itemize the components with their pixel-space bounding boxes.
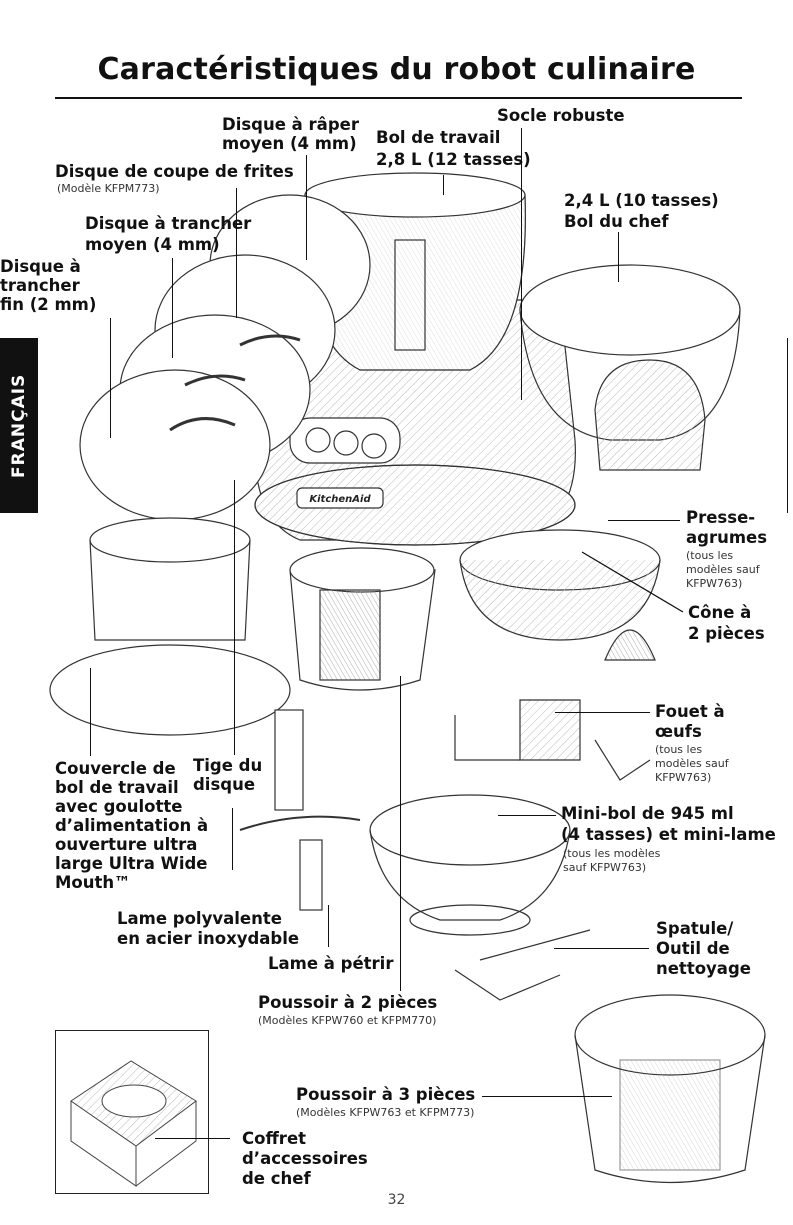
label-trancher-moyen-2: moyen (4 mm) <box>85 235 220 254</box>
leader-minibol <box>498 815 556 816</box>
label-couvercle-6: large Ultra Wide <box>55 854 208 873</box>
label-frites-sub: (Modèle KFPM773) <box>57 182 160 195</box>
page-number: 32 <box>387 1192 406 1208</box>
leader-coffret <box>155 1138 230 1139</box>
label-disque-raper-2: moyen (4 mm) <box>222 134 357 153</box>
label-couvercle-1: Couvercle de <box>55 759 176 778</box>
label-couvercle-5: ouverture ultra <box>55 835 198 854</box>
juicer-cone <box>604 629 656 661</box>
label-fouet-sub-3: KFPW763) <box>655 771 712 784</box>
leader-poussoir3 <box>482 1096 612 1097</box>
page-edge-mark <box>787 338 788 513</box>
label-poussoir3: Poussoir à 3 pièces <box>296 1085 476 1104</box>
label-minibol-2: (4 tasses) et mini-lame <box>561 825 776 844</box>
label-presse-sub-1: (tous les <box>686 549 734 562</box>
leader-fouet <box>555 712 650 713</box>
label-poussoir2-sub: (Modèles KFPW760 et KFPM770) <box>258 1014 437 1027</box>
leader-trancher-fin <box>110 318 111 438</box>
label-minibol-sub-2: sauf KFPW763) <box>563 861 647 874</box>
leader-bol-chef <box>618 232 619 282</box>
label-fouet-1: Fouet à <box>655 702 725 721</box>
label-tige-1: Tige du <box>193 756 263 775</box>
label-bol-chef-2: Bol du chef <box>564 212 669 231</box>
work-bowl-rim <box>304 172 526 218</box>
leader-bol-travail <box>443 175 444 195</box>
leader-socle <box>521 128 522 400</box>
leader-trancher-moyen <box>172 258 173 358</box>
label-cone-2: 2 pièces <box>688 624 765 643</box>
leader-presse <box>608 520 680 521</box>
label-fouet-sub-2: modèles sauf <box>655 757 729 770</box>
label-fouet-sub-1: (tous les <box>655 743 703 756</box>
label-petrir: Lame à pétrir <box>268 954 394 973</box>
label-couvercle-7: Mouth™ <box>55 873 131 892</box>
leader-lame-poly <box>232 808 233 870</box>
leader-tige <box>234 480 235 755</box>
label-lame-poly-1: Lame polyvalente <box>117 909 282 928</box>
leader-frites <box>236 188 237 318</box>
label-trancher-moyen-1: Disque à trancher <box>85 214 252 233</box>
label-trancher-fin-2: trancher <box>0 276 80 295</box>
label-tige-2: disque <box>193 775 256 794</box>
title-rule <box>55 97 742 99</box>
spatula <box>454 969 561 1001</box>
label-cone-1: Cône à <box>688 603 752 622</box>
label-bol-travail-1: Bol de travail <box>376 128 501 147</box>
leader-spatule <box>554 948 649 949</box>
label-spatule-3: nettoyage <box>656 959 751 978</box>
multipurpose-blade <box>239 815 361 831</box>
leader-couvercle <box>90 668 91 756</box>
label-presse-1: Presse- <box>686 508 756 527</box>
label-fouet-2: œufs <box>655 722 702 741</box>
label-couvercle-3: avec goulotte <box>55 797 183 816</box>
label-coffret-3: de chef <box>242 1169 311 1188</box>
language-tab: FRANÇAIS <box>0 338 38 513</box>
label-frites: Disque de coupe de frites <box>55 162 294 181</box>
page-title: Caractéristiques du robot culinaire <box>97 52 696 87</box>
accessory-case-drawing <box>70 1060 197 1187</box>
leader-poussoir2 <box>400 676 401 991</box>
label-trancher-fin-3: fin (2 mm) <box>0 295 97 314</box>
leader-disque-raper <box>306 155 307 260</box>
egg-whip <box>519 699 581 761</box>
label-coffret-1: Coffret <box>242 1129 307 1148</box>
label-spatule-1: Spatule/ <box>656 919 734 938</box>
label-poussoir2: Poussoir à 2 pièces <box>258 993 438 1012</box>
disc-stem <box>274 709 304 811</box>
accessory-case-inset <box>55 1030 209 1194</box>
label-coffret-2: d’accessoires <box>242 1149 368 1168</box>
label-couvercle-4: d’alimentation à <box>55 816 209 835</box>
label-bol-chef-1: 2,4 L (10 tasses) <box>564 191 719 210</box>
label-spatule-2: Outil de <box>656 939 730 958</box>
label-bol-travail-2: 2,8 L (12 tasses) <box>376 150 531 169</box>
logo-plate <box>296 487 384 509</box>
label-couvercle-2: bol de travail <box>55 778 179 797</box>
label-minibol-1: Mini-bol de 945 ml <box>561 804 734 823</box>
label-poussoir3-sub: (Modèles KFPW763 et KFPM773) <box>296 1106 475 1119</box>
label-socle: Socle robuste <box>497 106 625 125</box>
label-presse-2: agrumes <box>686 528 768 547</box>
label-trancher-fin-1: Disque à <box>0 257 81 276</box>
label-minibol-sub-1: (tous les modèles <box>563 847 661 860</box>
label-lame-poly-2: en acier inoxydable <box>117 929 300 948</box>
label-disque-raper-1: Disque à râper <box>222 115 359 134</box>
label-presse-sub-2: modèles sauf <box>686 563 760 576</box>
leader-petrir <box>328 905 329 947</box>
logo-text: KitchenAid <box>309 494 371 505</box>
label-presse-sub-3: KFPW763) <box>686 577 743 590</box>
